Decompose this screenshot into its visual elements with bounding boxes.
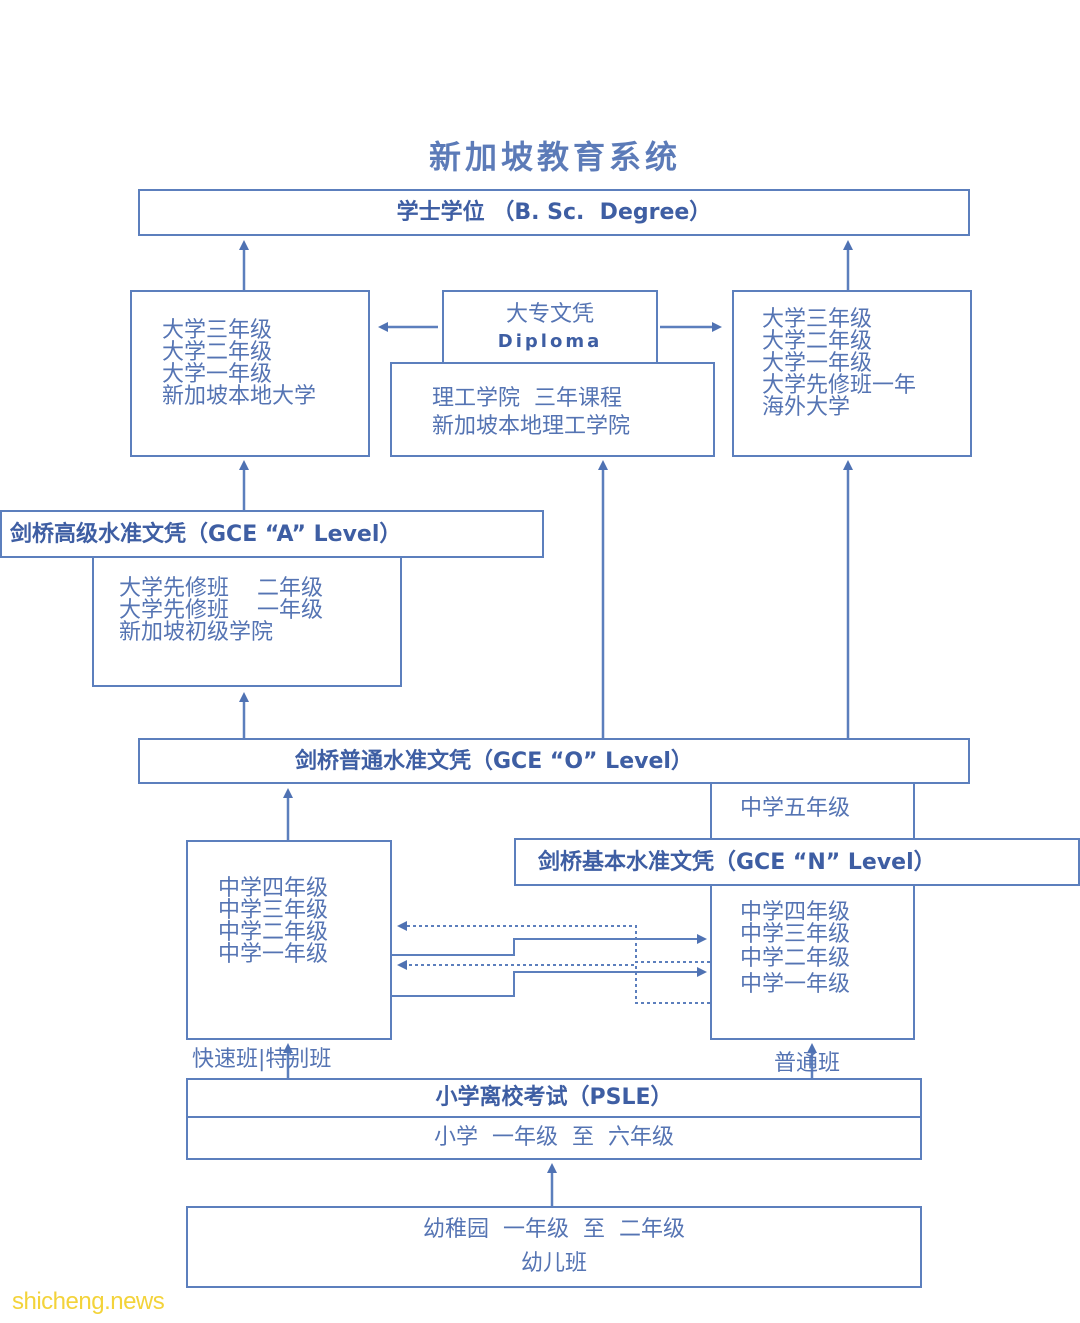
degree-box: 学士学位 （B. Sc. Degree）: [138, 189, 970, 236]
diploma-label: 大专文凭: [505, 302, 594, 327]
express-stream-label: 快速班|特别班: [192, 1047, 332, 1072]
a-level-box: 剑桥高级水准文凭（GCE “A” Level）: [0, 510, 544, 558]
express-sec1: 中学一年级: [218, 942, 329, 967]
kindergarten-box: 幼稚园 一年级 至 二年级 幼儿班: [186, 1206, 922, 1288]
normal-sec2: 中学二年级: [740, 946, 851, 971]
overseas-year1: 大学一年级: [762, 351, 873, 376]
local-university-box: 大学三年级 大学二年级 大学一年级 新加坡本地大学: [130, 290, 370, 457]
local-univ-name: 新加坡本地大学: [162, 384, 317, 409]
diploma-sub: Diploma: [497, 331, 603, 352]
transfer-left-2: [397, 960, 710, 1004]
transfer-right-1: [392, 934, 707, 956]
normal-stream-box: 中学四年级 中学三年级 中学二年级 中学一年级: [710, 884, 915, 1040]
overseas-university-box: 大学三年级 大学二年级 大学一年级 大学先修班一年 海外大学: [732, 290, 972, 457]
o-level-box: 剑桥普通水准文凭（GCE “O” Level）: [138, 738, 970, 784]
junior-college-box: 大学先修班 二年级 大学先修班 一年级 新加坡初级学院: [92, 556, 402, 687]
express-stream-box: 中学四年级 中学三年级 中学二年级 中学一年级: [186, 840, 392, 1040]
express-sec4: 中学四年级: [218, 876, 329, 901]
degree-label: 学士学位 （B. Sc. Degree）: [396, 200, 712, 225]
psle-label: 小学离校考试（PSLE）: [435, 1085, 673, 1110]
overseas-name: 海外大学: [762, 395, 851, 420]
n-level-box: 剑桥基本水准文凭（GCE “N” Level）: [514, 838, 1080, 886]
a-level-label: 剑桥高级水准文凭（GCE “A” Level）: [10, 522, 402, 547]
jc-year2: 大学先修班 二年级: [119, 576, 323, 601]
local-univ-year2: 大学二年级: [162, 340, 273, 365]
psle-divider: [188, 1116, 920, 1118]
overseas-year2: 大学二年级: [762, 329, 873, 354]
poly-course: 理工学院 三年课程: [432, 386, 622, 411]
kindergarten-years: 幼稚园 一年级 至 二年级: [423, 1217, 685, 1242]
express-sec3: 中学三年级: [218, 898, 329, 923]
transfer-right-2: [392, 967, 707, 997]
local-univ-year3: 大学三年级: [162, 318, 273, 343]
psle-box: 小学离校考试（PSLE） 小学 一年级 至 六年级: [186, 1078, 922, 1160]
polytechnic-box: 理工学院 三年课程 新加坡本地理工学院: [390, 362, 715, 457]
overseas-year3: 大学三年级: [762, 307, 873, 332]
normal-stream-label: 普通班: [774, 1051, 841, 1076]
diagram-title: 新加坡教育系统: [428, 138, 681, 176]
jc-name: 新加坡初级学院: [119, 620, 274, 645]
diploma-box: 大专文凭 Diploma: [442, 290, 658, 364]
transfer-left-1: [397, 921, 710, 963]
primary-label: 小学 一年级 至 六年级: [434, 1125, 674, 1150]
normal-sec4: 中学四年级: [740, 900, 851, 925]
n-level-label: 剑桥基本水准文凭（GCE “N” Level）: [538, 850, 936, 875]
overseas-preu: 大学先修班一年: [762, 373, 917, 398]
secondary-five-label: 中学五年级: [740, 796, 851, 821]
normal-sec1: 中学一年级: [740, 972, 851, 997]
jc-year1: 大学先修班 一年级: [119, 598, 323, 623]
express-sec2: 中学二年级: [218, 920, 329, 945]
secondary-five-box: 中学五年级: [710, 782, 915, 840]
kindergarten-nursery: 幼儿班: [520, 1251, 587, 1276]
o-level-label: 剑桥普通水准文凭（GCE “O” Level）: [295, 749, 693, 774]
local-univ-year1: 大学一年级: [162, 362, 273, 387]
watermark: shicheng.news: [12, 1288, 165, 1315]
normal-sec3: 中学三年级: [740, 922, 851, 947]
poly-name: 新加坡本地理工学院: [432, 414, 631, 439]
